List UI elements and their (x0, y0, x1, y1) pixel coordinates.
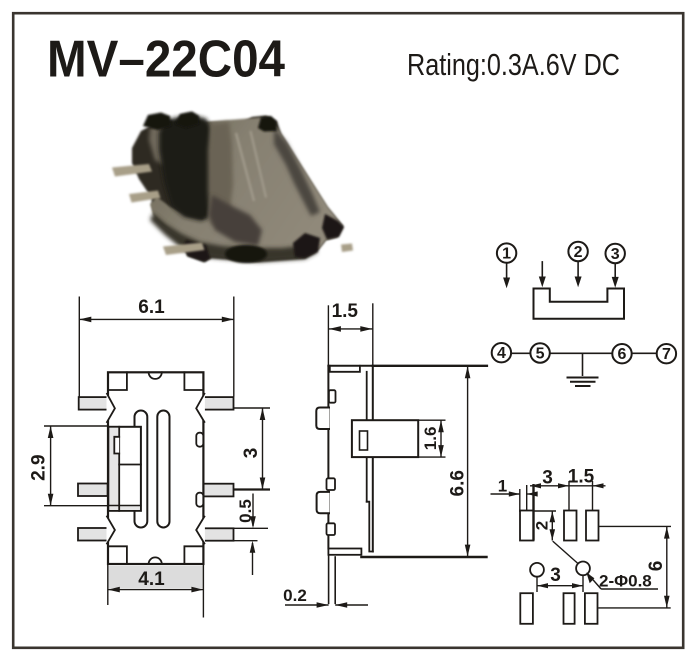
svg-text:3: 3 (241, 448, 262, 459)
svg-text:6.6: 6.6 (448, 470, 469, 496)
svg-text:0.5: 0.5 (236, 499, 255, 523)
svg-text:4.1: 4.1 (138, 569, 165, 590)
svg-text:2.9: 2.9 (29, 454, 50, 480)
svg-text:6: 6 (618, 346, 627, 363)
svg-text:7: 7 (662, 346, 671, 363)
svg-text:1.5: 1.5 (332, 301, 359, 322)
svg-text:6.1: 6.1 (138, 297, 165, 318)
svg-text:MV–22C04: MV–22C04 (47, 31, 285, 89)
svg-text:5: 5 (536, 345, 545, 362)
svg-text:2-Φ0.8: 2-Φ0.8 (599, 572, 652, 591)
svg-text:Rating:0.3A.6V DC: Rating:0.3A.6V DC (407, 47, 620, 82)
svg-text:0.2: 0.2 (283, 586, 307, 605)
svg-text:1: 1 (498, 477, 507, 496)
svg-text:2: 2 (574, 244, 583, 261)
svg-text:1.5: 1.5 (568, 467, 595, 488)
svg-text:2: 2 (533, 521, 552, 530)
svg-text:6: 6 (646, 561, 667, 572)
svg-text:1.6: 1.6 (421, 427, 440, 451)
svg-text:3: 3 (611, 246, 620, 263)
svg-text:4: 4 (497, 345, 506, 362)
svg-text:3: 3 (542, 468, 553, 489)
svg-text:1: 1 (502, 245, 511, 262)
svg-text:3: 3 (550, 565, 561, 586)
